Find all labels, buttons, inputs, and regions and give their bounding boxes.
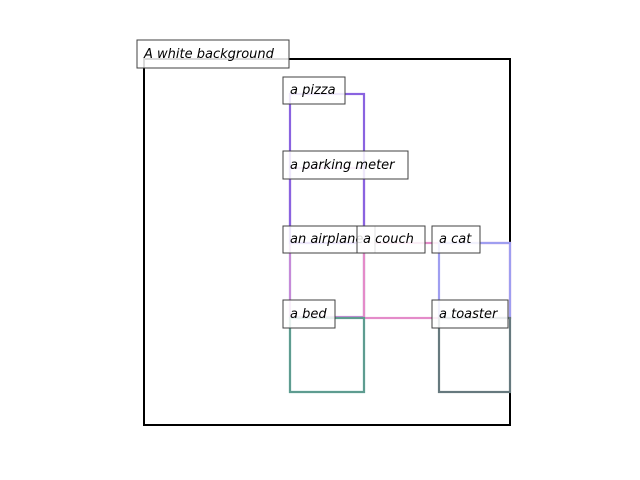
region-airplane-label-text: an airplane (290, 232, 363, 247)
canvas-label-text: A white background (143, 47, 275, 62)
region-cat-label: a cat (431, 225, 481, 254)
region-toaster-box (437, 316, 512, 394)
region-bed-label-text: a bed (290, 307, 327, 322)
region-toaster-label-text: a toaster (439, 307, 499, 322)
canvas-label: A white background (136, 39, 290, 69)
region-parking-meter-label: a parking meter (282, 150, 409, 180)
region-pizza-label: a pizza (282, 76, 346, 105)
region-pizza-label-text: a pizza (290, 83, 336, 98)
region-toaster-label: a toaster (431, 299, 509, 329)
region-couch-label: a couch (356, 225, 426, 254)
region-bed-box (288, 316, 366, 394)
region-cat-label-text: a cat (439, 232, 472, 247)
region-parking-meter-label-text: a parking meter (290, 158, 396, 173)
region-bed-label: a bed (282, 299, 336, 329)
region-couch-label-text: a couch (363, 232, 414, 247)
